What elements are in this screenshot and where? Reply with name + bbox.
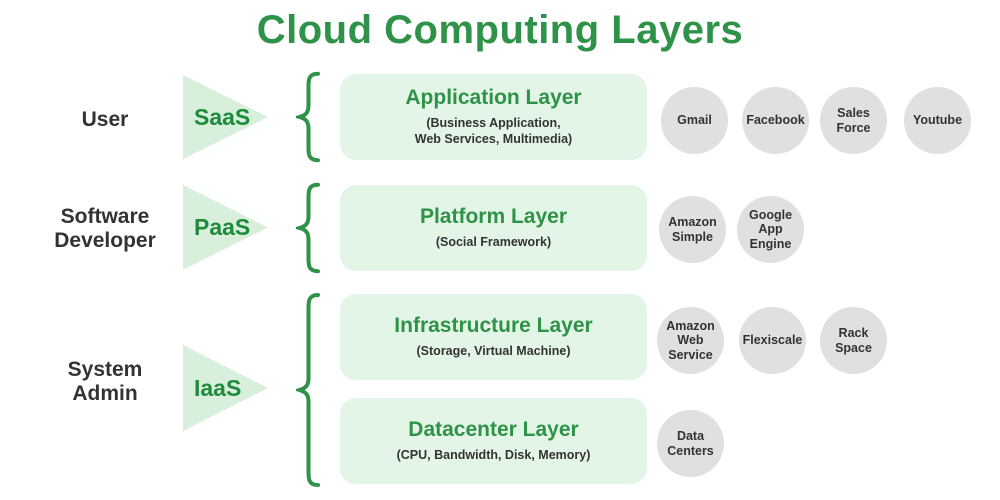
platform-layer-box: Platform Layer (Social Framework)	[340, 185, 647, 271]
example-circle-google-app-engine: Google App Engine	[737, 196, 804, 263]
layer-subtitle: (Storage, Virtual Machine)	[416, 344, 571, 359]
layer-title: Platform Layer	[419, 205, 568, 229]
example-circle-rack-space: Rack Space	[820, 307, 887, 374]
paas-label: PaaS	[194, 214, 251, 240]
saas-triangle: SaaS	[183, 75, 268, 159]
example-circle-amazon-simple: Amazon Simple	[659, 196, 726, 263]
datacenter-layer-box: Datacenter Layer (CPU, Bandwidth, Disk, …	[340, 398, 647, 484]
example-circle-gmail: Gmail	[661, 87, 728, 154]
layer-subtitle: (CPU, Bandwidth, Disk, Memory)	[396, 448, 591, 463]
role-label-software-developer: Software Developer	[54, 205, 156, 252]
example-circle-flexiscale: Flexiscale	[739, 307, 806, 374]
infrastructure-layer-box: Infrastructure Layer (Storage, Virtual M…	[340, 294, 647, 380]
layer-subtitle: (Business Application, Web Services, Mul…	[414, 116, 573, 146]
example-circle-youtube: Youtube	[904, 87, 971, 154]
brace-saas	[296, 71, 322, 163]
layer-title: Infrastructure Layer	[394, 314, 593, 338]
example-circle-sales-force: Sales Force	[820, 87, 887, 154]
layer-subtitle: (Social Framework)	[435, 235, 552, 250]
layer-title: Application Layer	[405, 86, 582, 110]
saas-label: SaaS	[194, 103, 251, 130]
example-circle-facebook: Facebook	[742, 87, 809, 154]
role-label-user: User	[81, 108, 129, 131]
layer-title: Datacenter Layer	[408, 418, 579, 442]
iaas-triangle: IaaS	[183, 345, 268, 431]
role-label-system-admin: System Admin	[67, 358, 143, 405]
brace-paas	[296, 182, 322, 274]
page-title: Cloud Computing Layers	[256, 8, 744, 52]
paas-triangle: PaaS	[183, 185, 268, 270]
application-layer-box: Application Layer (Business Application,…	[340, 74, 647, 160]
iaas-label: IaaS	[194, 374, 242, 401]
example-circle-data-centers: Data Centers	[657, 410, 724, 477]
brace-iaas	[296, 292, 322, 488]
example-circle-amazon-web-service: Amazon Web Service	[657, 307, 724, 374]
